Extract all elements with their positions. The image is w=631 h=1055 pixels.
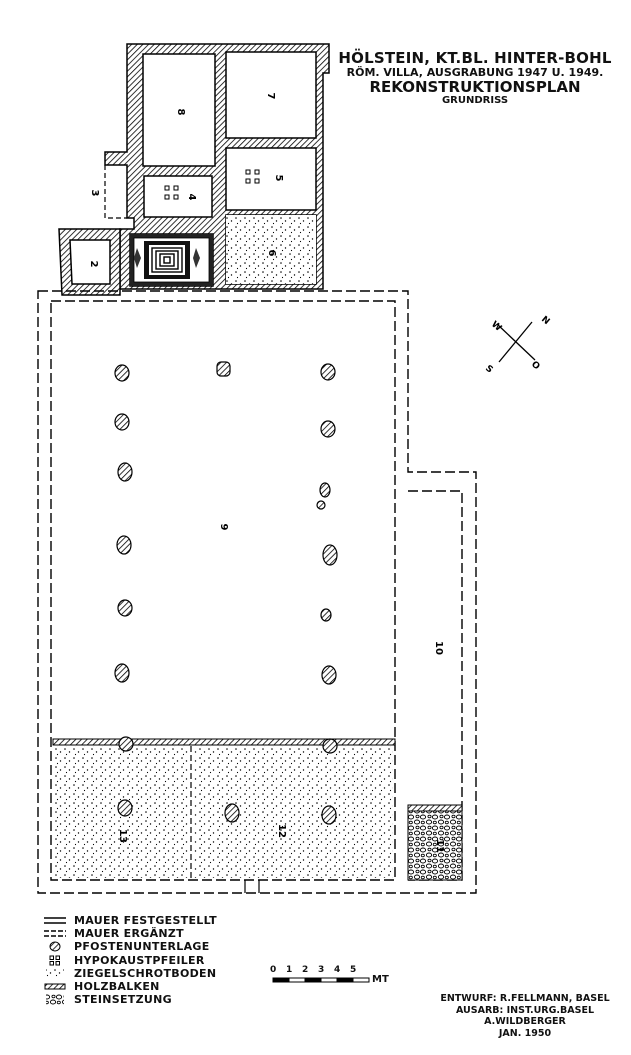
hypocaust-pillars	[164, 169, 260, 200]
legend-label: STEINSETZUNG	[74, 993, 172, 1007]
room-3-outline	[104, 165, 127, 219]
scale-unit: MT	[372, 974, 389, 985]
scale-tick-3: 3	[318, 965, 325, 975]
scale-tick-2: 2	[302, 965, 309, 975]
room-11-stones	[407, 809, 463, 881]
room-label-10: 10	[433, 641, 444, 655]
room-label-5: 5	[273, 175, 284, 182]
legend-item: ZIEGELSCHROTBODEN	[44, 967, 217, 980]
site-title: HÖLSTEIN, KT.BL. HINTER-BOHL	[338, 49, 612, 67]
legend-label: MAUER ERGÄNZT	[74, 927, 184, 941]
room-12-floor	[194, 746, 393, 878]
timber-beam	[52, 738, 396, 746]
dots-icon	[46, 968, 64, 978]
room-label-4: 4	[186, 194, 197, 201]
compass-s: S	[483, 364, 494, 376]
room-6-floor	[226, 215, 316, 284]
scale-tick-0: 0	[270, 965, 277, 975]
compass-rose: N W S O	[483, 315, 551, 376]
credit-design: ENTWURF: R.FELLMANN, BASEL	[440, 993, 610, 1004]
credits: ENTWURF: R.FELLMANN, BASEL AUSARB: INST.…	[420, 993, 630, 1039]
mosaic-room	[130, 234, 213, 286]
small-squares-icon	[49, 955, 60, 966]
post-bases	[114, 361, 338, 825]
room-11-beam	[407, 804, 463, 812]
room-label-6: 6	[266, 250, 277, 257]
legend-label: MAUER FESTGESTELLT	[74, 914, 217, 928]
hatched-oval-icon	[49, 941, 61, 952]
room-label-8: 8	[175, 109, 186, 116]
title-block: HÖLSTEIN, KT.BL. HINTER-BOHL RÖM. VILLA,…	[330, 50, 620, 106]
legend: MAUER FESTGESTELLT MAUER ERGÄNZT PFOSTEN…	[44, 914, 217, 1006]
north-wing	[58, 43, 330, 296]
room-label-3: 3	[89, 190, 100, 197]
room-label-7: 7	[265, 93, 276, 100]
room-label-11: 11	[434, 839, 445, 853]
credit-date: JAN. 1950	[498, 1027, 552, 1039]
room-labels: 8 7 5 4 6 3 2 9 10 11 12 13	[88, 93, 445, 853]
north-wing-walls	[104, 43, 330, 290]
hatched-bar-icon	[44, 983, 66, 990]
credit-elaboration: AUSARB: INST.URG.BASEL A.WILDBERGER	[455, 1004, 595, 1028]
room-label-9: 9	[218, 524, 229, 531]
room-label-2: 2	[88, 261, 99, 268]
compass-o: O	[529, 360, 542, 373]
stones-icon	[46, 994, 64, 1006]
legend-item: HYPOKAUSTPFEILER	[44, 954, 217, 967]
legend-item: HOLZBALKEN	[44, 980, 217, 993]
legend-item: MAUER ERGÄNZT	[44, 927, 217, 940]
excavation-subtitle: RÖM. VILLA, AUSGRABUNG 1947 U. 1949.	[346, 65, 604, 79]
legend-item: MAUER FESTGESTELLT	[44, 914, 217, 927]
legend-label: ZIEGELSCHROTBODEN	[74, 966, 217, 980]
wall-solid-icon	[44, 917, 66, 924]
scale-tick-5: 5	[350, 965, 357, 975]
legend-label: HYPOKAUSTPFEILER	[74, 953, 205, 967]
compass-w: W	[489, 320, 503, 334]
room-label-13: 13	[117, 829, 128, 843]
legend-item: PFOSTENUNTERLAGE	[44, 940, 217, 953]
room-label-12: 12	[276, 824, 287, 838]
wall-dashed-icon	[44, 930, 66, 938]
plan-type: REKONSTRUKTIONSPLAN	[369, 77, 581, 96]
legend-label: PFOSTENUNTERLAGE	[74, 940, 210, 954]
scale-tick-1: 1	[286, 965, 293, 975]
room-2-walls	[58, 228, 121, 296]
scale-bar	[272, 977, 370, 983]
legend-item: STEINSETZUNG	[44, 993, 217, 1006]
legend-label: HOLZBALKEN	[74, 980, 160, 994]
scale-tick-4: 4	[334, 965, 341, 975]
compass-n: N	[539, 315, 551, 328]
plan-subtype: GRUNDRISS	[441, 95, 509, 107]
